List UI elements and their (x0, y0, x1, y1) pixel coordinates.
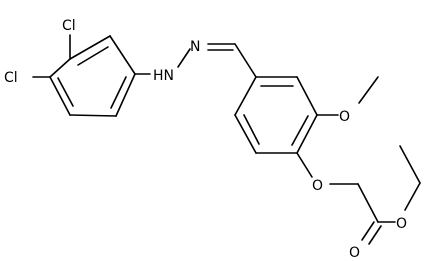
carbonyl-double-bond-b (368, 225, 382, 245)
dichlorophenyl-ring (49, 35, 136, 117)
n-label: N (190, 39, 200, 55)
carbonyl-double-bond-a (361, 221, 375, 241)
o-carbonyl-label: O (349, 245, 360, 261)
ring-o-ether-bond (296, 152, 313, 178)
cl-top-label: Cl (62, 18, 76, 34)
o-ethyl-bond (404, 182, 421, 211)
methoxyphenyl-ring (234, 76, 318, 154)
nh-n-bond (177, 48, 191, 68)
o-methoxy-label: O (339, 109, 350, 125)
ch-ring-bond (234, 43, 257, 78)
ch2-carbonyl-bond (357, 183, 379, 223)
o-ester-label: O (396, 216, 407, 232)
nh-label: HN (153, 68, 174, 84)
cl-left-label: Cl (4, 70, 18, 86)
o-methyl-bond (358, 76, 379, 104)
ethyl-bond (399, 145, 421, 184)
o-ether-label: O (312, 178, 323, 194)
